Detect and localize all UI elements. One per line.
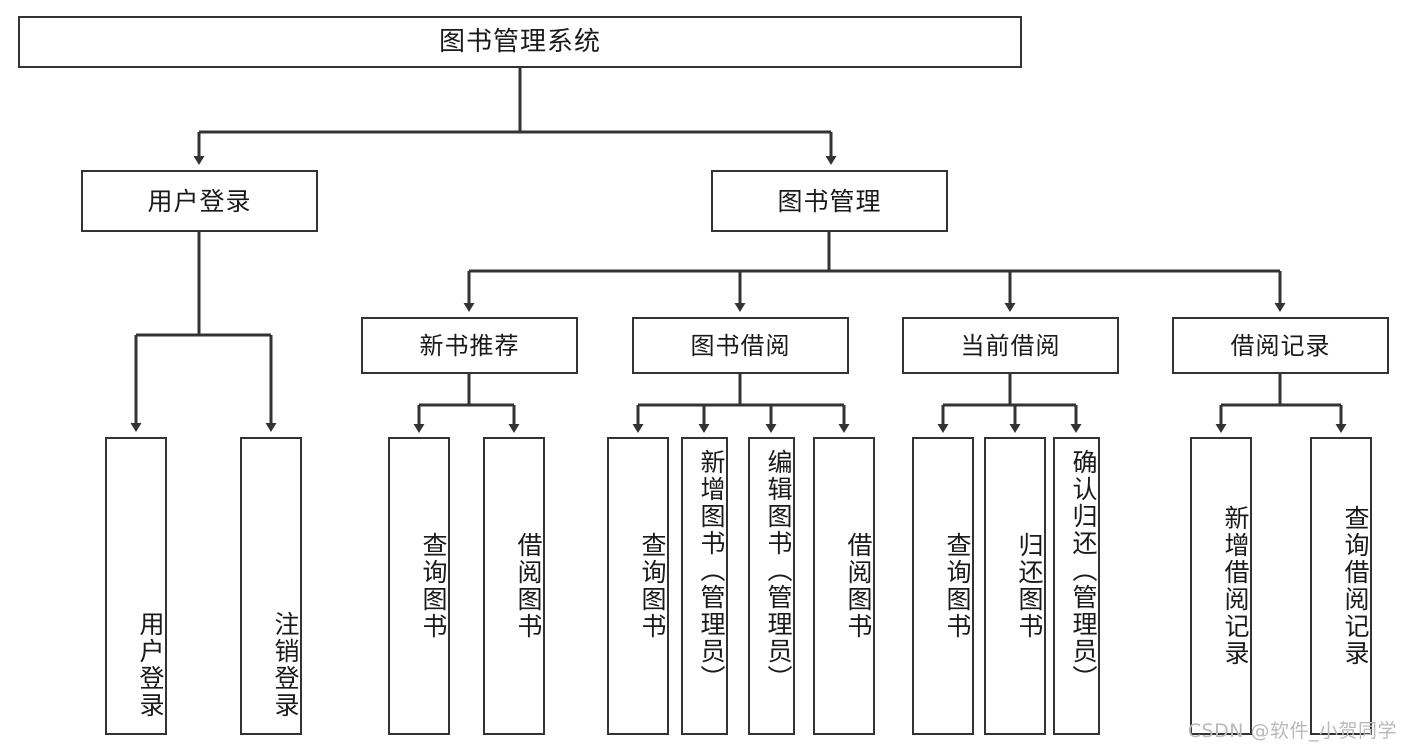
leaf-label: 编辑图书（管理员） bbox=[764, 449, 793, 692]
node-label: 图书管理 bbox=[777, 186, 882, 216]
watermark-text: CSDN @软件_小贺同学 bbox=[1187, 720, 1397, 742]
node-level3-0[interactable]: 新书推荐 bbox=[361, 317, 578, 374]
leaf-label: 归还图书 bbox=[1015, 532, 1044, 640]
leaf-node-5[interactable]: 新增图书（管理员） bbox=[681, 437, 728, 735]
leaf-label: 新增图书（管理员） bbox=[697, 449, 726, 692]
node-label: 新书推荐 bbox=[419, 331, 520, 360]
leaf-node-4[interactable]: 查询图书 bbox=[607, 437, 669, 735]
leaf-node-7[interactable]: 借阅图书 bbox=[813, 437, 875, 735]
node-level3-1[interactable]: 图书借阅 bbox=[632, 317, 849, 374]
leaf-label: 借阅图书 bbox=[514, 532, 543, 640]
leaf-label: 借阅图书 bbox=[844, 532, 873, 640]
leaf-label: 查询图书 bbox=[638, 532, 667, 640]
node-label: 借阅记录 bbox=[1230, 331, 1331, 360]
leaf-label: 用户登录 bbox=[136, 611, 165, 719]
node-label: 当前借阅 bbox=[960, 331, 1061, 360]
node-label: 图书借阅 bbox=[690, 331, 791, 360]
node-label: 用户登录 bbox=[147, 186, 252, 216]
node-level2-1[interactable]: 图书管理 bbox=[711, 170, 948, 232]
leaf-node-6[interactable]: 编辑图书（管理员） bbox=[748, 437, 795, 735]
leaf-label: 查询图书 bbox=[419, 532, 448, 640]
leaf-node-1[interactable]: 注销登录 bbox=[240, 437, 302, 735]
leaf-label: 确认归还（管理员） bbox=[1069, 449, 1098, 692]
leaf-node-8[interactable]: 查询图书 bbox=[912, 437, 974, 735]
node-level2-0[interactable]: 用户登录 bbox=[81, 170, 318, 232]
leaf-label: 查询借阅记录 bbox=[1341, 505, 1370, 667]
leaf-node-9[interactable]: 归还图书 bbox=[984, 437, 1046, 735]
leaf-node-2[interactable]: 查询图书 bbox=[388, 437, 450, 735]
leaf-label: 查询图书 bbox=[943, 532, 972, 640]
leaf-node-0[interactable]: 用户登录 bbox=[105, 437, 167, 735]
leaf-label: 注销登录 bbox=[271, 611, 300, 719]
leaf-label: 新增借阅记录 bbox=[1221, 505, 1250, 667]
node-level3-3[interactable]: 借阅记录 bbox=[1172, 317, 1389, 374]
leaf-node-10[interactable]: 确认归还（管理员） bbox=[1053, 437, 1100, 735]
node-root[interactable]: 图书管理系统 bbox=[18, 16, 1022, 68]
node-label: 图书管理系统 bbox=[438, 27, 601, 57]
leaf-node-11[interactable]: 新增借阅记录 bbox=[1190, 437, 1252, 735]
leaf-node-3[interactable]: 借阅图书 bbox=[483, 437, 545, 735]
node-level3-2[interactable]: 当前借阅 bbox=[902, 317, 1119, 374]
leaf-node-12[interactable]: 查询借阅记录 bbox=[1310, 437, 1372, 735]
